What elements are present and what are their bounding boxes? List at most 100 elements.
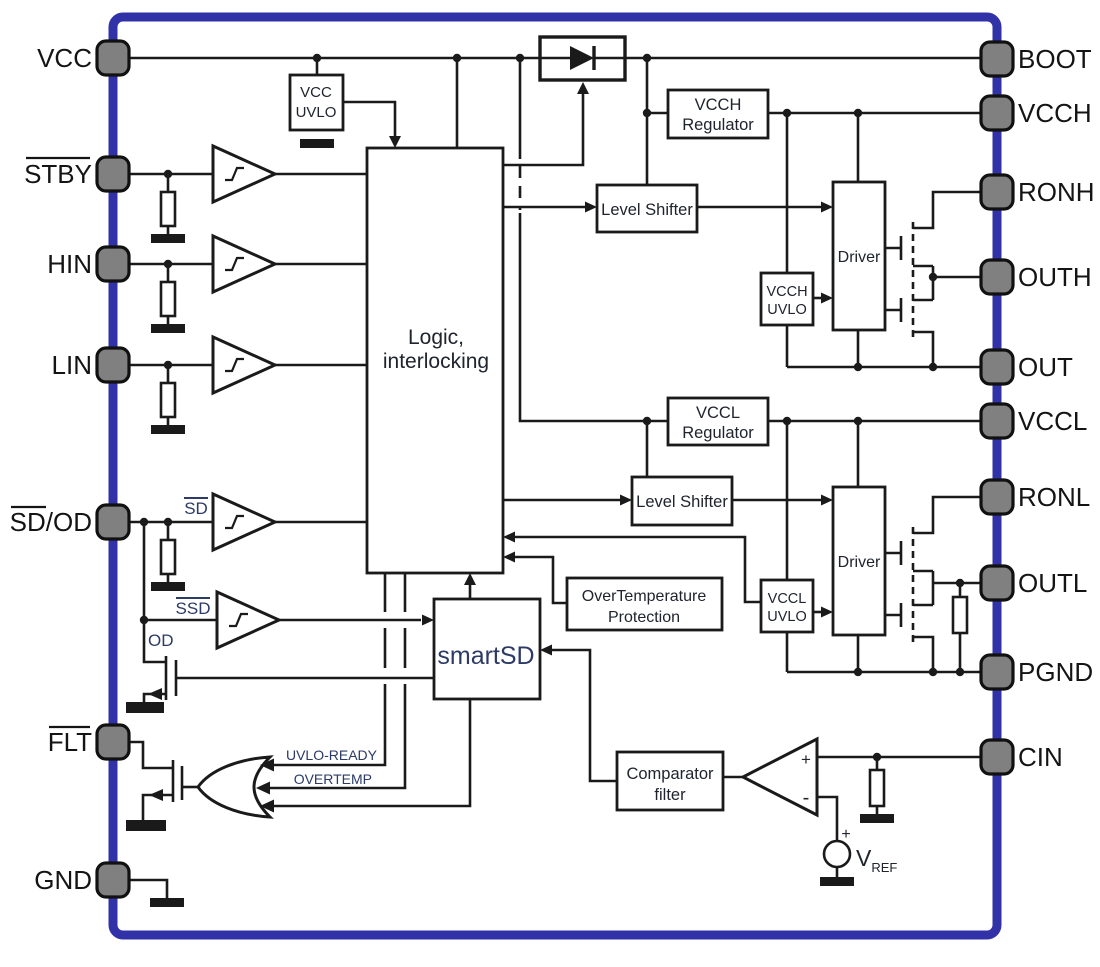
logic-interlocking-block	[365, 146, 505, 575]
pin-label-outl: OUTL	[1018, 568, 1087, 598]
arrowheads	[148, 82, 833, 813]
chip-outline	[108, 12, 1002, 940]
driver-high-label: Driver	[838, 249, 881, 266]
od-fet-body-arrow	[148, 688, 162, 700]
vcch-uvlo-label-2: UVLO	[767, 302, 807, 318]
pin-label-ronl: RONL	[1018, 482, 1090, 512]
driver-low-label: Driver	[838, 554, 881, 571]
level-shifter-high-label: Level Shifter	[601, 201, 693, 219]
blocks	[126, 35, 969, 907]
junction-dots	[139, 53, 965, 762]
driver-high-block	[831, 180, 887, 332]
ground-icon	[151, 234, 185, 243]
comparator-minus-label: -	[803, 787, 810, 809]
pin-label-vcc: VCC	[37, 43, 92, 73]
sd-signal-label: SD	[184, 499, 208, 518]
bootstrap-diode-icon	[540, 46, 625, 70]
vcch-regulator-block	[666, 88, 770, 140]
pin-labels: VCC STBY HIN LIN SD/OD FLT GND BOOT VCCH…	[10, 43, 1095, 895]
pin-gnd	[95, 861, 131, 899]
pin-flt	[95, 723, 131, 761]
vccl-regulator-label-1: VCCL	[696, 404, 740, 422]
overtemperature-protection-block	[565, 576, 724, 632]
vcch-uvlo-block	[759, 271, 815, 327]
schmitt-buffer-stby-icon	[211, 143, 279, 205]
schmitt-buffer-lin-icon	[211, 334, 279, 396]
schmitt-buffer-ssd-icon	[215, 589, 283, 651]
schmitt-buffer-sd-icon	[211, 491, 279, 553]
comparator-filter-block	[615, 750, 725, 812]
pin-cin	[979, 738, 1015, 776]
ground-icon	[151, 425, 185, 434]
pin-hin	[95, 245, 131, 283]
fault-or-gate-icon	[196, 755, 274, 819]
schmitt-buffer-hin-icon	[211, 233, 279, 295]
vccl-uvlo-block	[759, 578, 815, 634]
pin-outh	[979, 258, 1015, 296]
stby-pulldown-resistor	[159, 190, 177, 228]
cin-pulldown-resistor	[868, 768, 886, 808]
pin-label-out: OUT	[1018, 352, 1073, 382]
vcc-uvlo-label-1: VCC	[300, 84, 332, 101]
uvlo-ready-label: UVLO-READY	[286, 747, 378, 763]
vcch-regulator-label-2: Regulator	[682, 116, 754, 134]
vccl-uvlo-label-1: VCCL	[768, 591, 807, 607]
overtemp-label: OVERTEMP	[294, 771, 372, 787]
pin-vcc	[95, 39, 131, 77]
pin-out	[979, 348, 1015, 386]
ground-icon	[151, 324, 185, 333]
vref-subscript: REF	[871, 860, 897, 875]
pin-stby	[95, 155, 131, 193]
vref-base: V	[856, 845, 872, 871]
logic-label-1: Logic,	[408, 326, 464, 349]
signal-labels: SD SSD OD UVLO-READY OVERTEMP + - + VREF	[148, 497, 897, 875]
ground-icon	[126, 820, 166, 831]
otp-label-1: OverTemperature	[582, 588, 707, 605]
pin-label-flt: FLT	[48, 727, 92, 757]
sd-pulldown-resistor	[159, 538, 177, 576]
vccl-regulator-label-2: Regulator	[682, 424, 754, 442]
comparator-filter-label-2: filter	[654, 786, 686, 804]
pin-label-stby: STBY	[24, 159, 92, 189]
ssd-signal-label: SSD	[176, 599, 211, 618]
pin-pgnd	[979, 653, 1015, 691]
ground-icon	[300, 139, 334, 148]
vref-label: VREF	[856, 845, 897, 875]
level-shifter-low-label: Level Shifter	[636, 493, 728, 511]
pin-vccl	[979, 402, 1015, 440]
vccl-uvlo-label-2: UVLO	[767, 609, 807, 625]
vref-source-icon	[822, 839, 852, 869]
outl-pulldown-resistor	[951, 595, 969, 635]
pin-label-ronh: RONH	[1018, 177, 1095, 207]
pin-label-sd-od: SD/OD	[10, 507, 92, 537]
pin-outl	[979, 564, 1015, 602]
level-shifter-high-block	[595, 183, 699, 234]
driver-low-block	[831, 485, 887, 637]
pin-label-vccl: VCCL	[1018, 406, 1087, 436]
block-labels: VCC UVLO Logic, interlocking VCCH Regula…	[296, 84, 881, 804]
pin-label-lin: LIN	[52, 350, 92, 380]
pins	[95, 39, 1015, 899]
ground-icon	[820, 877, 854, 886]
ground-icon	[150, 898, 184, 907]
pin-label-outh: OUTH	[1018, 262, 1092, 292]
smartsd-label: smartSD	[437, 642, 534, 670]
pin-lin	[95, 346, 131, 384]
pin-ronh	[979, 173, 1015, 211]
pin-ronl	[979, 478, 1015, 516]
vcc-uvlo-block	[288, 73, 345, 132]
pin-label-pgnd: PGND	[1018, 657, 1093, 687]
pin-sd-od	[95, 503, 131, 541]
ground-icon	[860, 814, 894, 823]
pin-label-boot: BOOT	[1018, 44, 1092, 74]
pin-label-hin: HIN	[47, 249, 92, 279]
ground-icon	[151, 582, 185, 591]
logic-label-2: interlocking	[383, 350, 489, 373]
flt-fet-body-arrow	[149, 789, 163, 801]
lin-pulldown-resistor	[159, 381, 177, 419]
pin-label-gnd: GND	[34, 865, 92, 895]
otp-label-2: Protection	[608, 609, 680, 626]
pin-boot	[979, 40, 1015, 78]
